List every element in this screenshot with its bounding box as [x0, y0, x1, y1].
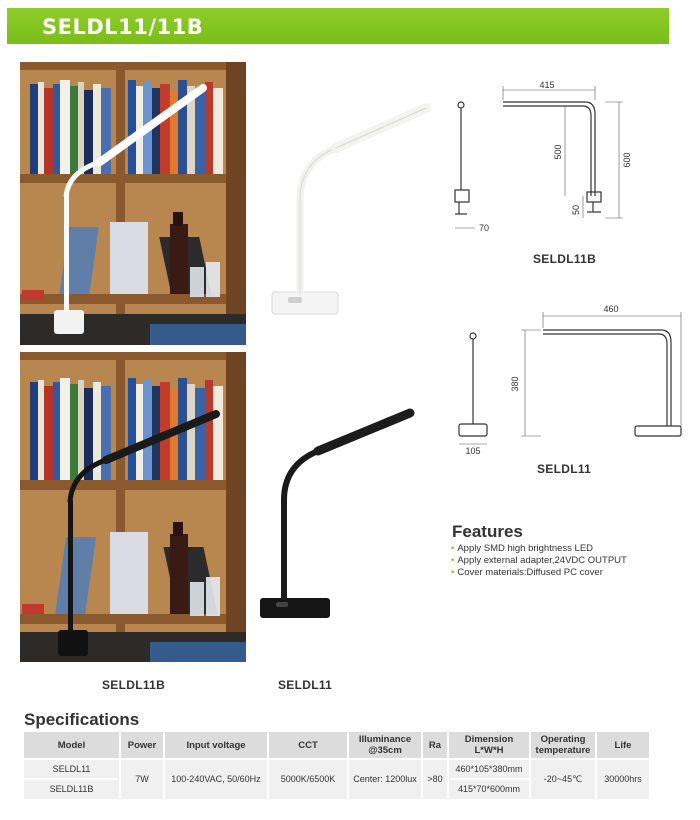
dim-415: 415	[539, 80, 554, 90]
cell-dimension: 415*70*600mm	[448, 778, 531, 799]
table-row: SELDL11 7W 100-240VAC, 50/60Hz 5000K/650…	[24, 758, 651, 799]
bookshelf-scene-black	[20, 352, 246, 662]
dim-460: 460	[603, 304, 618, 314]
technical-drawing-seldl11: 460 380 105	[445, 298, 690, 458]
cell-life: 30000hrs	[596, 758, 651, 799]
dim-600: 600	[622, 152, 632, 167]
cell-cct: 5000K/6500K	[268, 758, 349, 799]
cell-operating-temperature: -20~45℃	[530, 758, 597, 799]
dimension-drawing-11b: 415 500 600 50 70	[454, 80, 632, 233]
feature-item: •Cover materials:Diffused PC cover	[451, 567, 603, 578]
black-lamp-illustration	[260, 408, 415, 618]
column-header-dimension: Dimension L*W*H	[448, 732, 531, 759]
cell-input-voltage: 100-240VAC, 50/60Hz	[164, 758, 269, 799]
features-heading: Features	[452, 522, 523, 541]
bullet-icon: •	[451, 555, 455, 566]
drawing-label-seldl11b: SELDL11B	[533, 252, 597, 266]
photo-caption-seldl11b: SELDL11B	[102, 678, 166, 692]
features-list: •Apply SMD high brightness LED •Apply ex…	[451, 543, 627, 579]
dim-380: 380	[510, 376, 520, 391]
drawing-label-seldl11: SELDL11	[537, 462, 592, 476]
white-lamp-illustration	[271, 103, 431, 315]
header-banner: SELDL11/11B	[7, 8, 669, 44]
column-header-input-voltage: Input voltage	[164, 732, 269, 759]
dimension-drawing-11: 460 380 105	[458, 304, 682, 456]
cell-power: 7W	[120, 758, 165, 799]
table-row: SELDL11B 415*70*600mm	[24, 778, 650, 799]
column-header-life: Life	[596, 732, 651, 759]
bullet-icon: •	[451, 567, 455, 578]
dim-70: 70	[479, 223, 489, 233]
cell-model: SELDL11B	[24, 778, 121, 799]
product-photo-white-lamp	[20, 62, 246, 345]
photo-caption-seldl11: SELDL11	[278, 678, 333, 692]
cell-model: SELDL11	[24, 758, 121, 779]
bullet-icon: •	[451, 543, 455, 554]
cell-dimension: 460*105*380mm	[448, 758, 531, 779]
column-header-ra: Ra	[422, 732, 449, 759]
cell-ra: >80	[422, 758, 449, 799]
product-black-desk-lamp	[258, 405, 423, 625]
product-photo-black-lamp	[20, 352, 246, 662]
product-white-desk-lamp	[258, 100, 433, 325]
column-header-power: Power	[120, 732, 165, 759]
column-header-model: Model	[24, 732, 121, 759]
table-header-row: Model Power Input voltage CCT Illuminanc…	[24, 732, 651, 759]
bookshelf-scene-white	[20, 62, 246, 345]
dim-50: 50	[571, 205, 581, 215]
page-title: SELDL11/11B	[42, 15, 204, 39]
dim-105: 105	[465, 446, 480, 456]
column-header-cct: CCT	[268, 732, 349, 759]
cell-illuminance: Center: 1200lux	[348, 758, 423, 799]
feature-item: •Apply external adapter,24VDC OUTPUT	[451, 555, 627, 566]
specifications-table: Model Power Input voltage CCT Illuminanc…	[24, 732, 651, 799]
feature-item: •Apply SMD high brightness LED	[451, 543, 594, 554]
specifications-heading: Specifications	[24, 710, 140, 729]
dim-500: 500	[553, 144, 563, 159]
column-header-illuminance: Illuminance @35cm	[348, 732, 423, 759]
column-header-operating-temperature: Operating temperature	[530, 732, 597, 759]
technical-drawing-seldl11b: 415 500 600 50 70	[445, 78, 645, 238]
